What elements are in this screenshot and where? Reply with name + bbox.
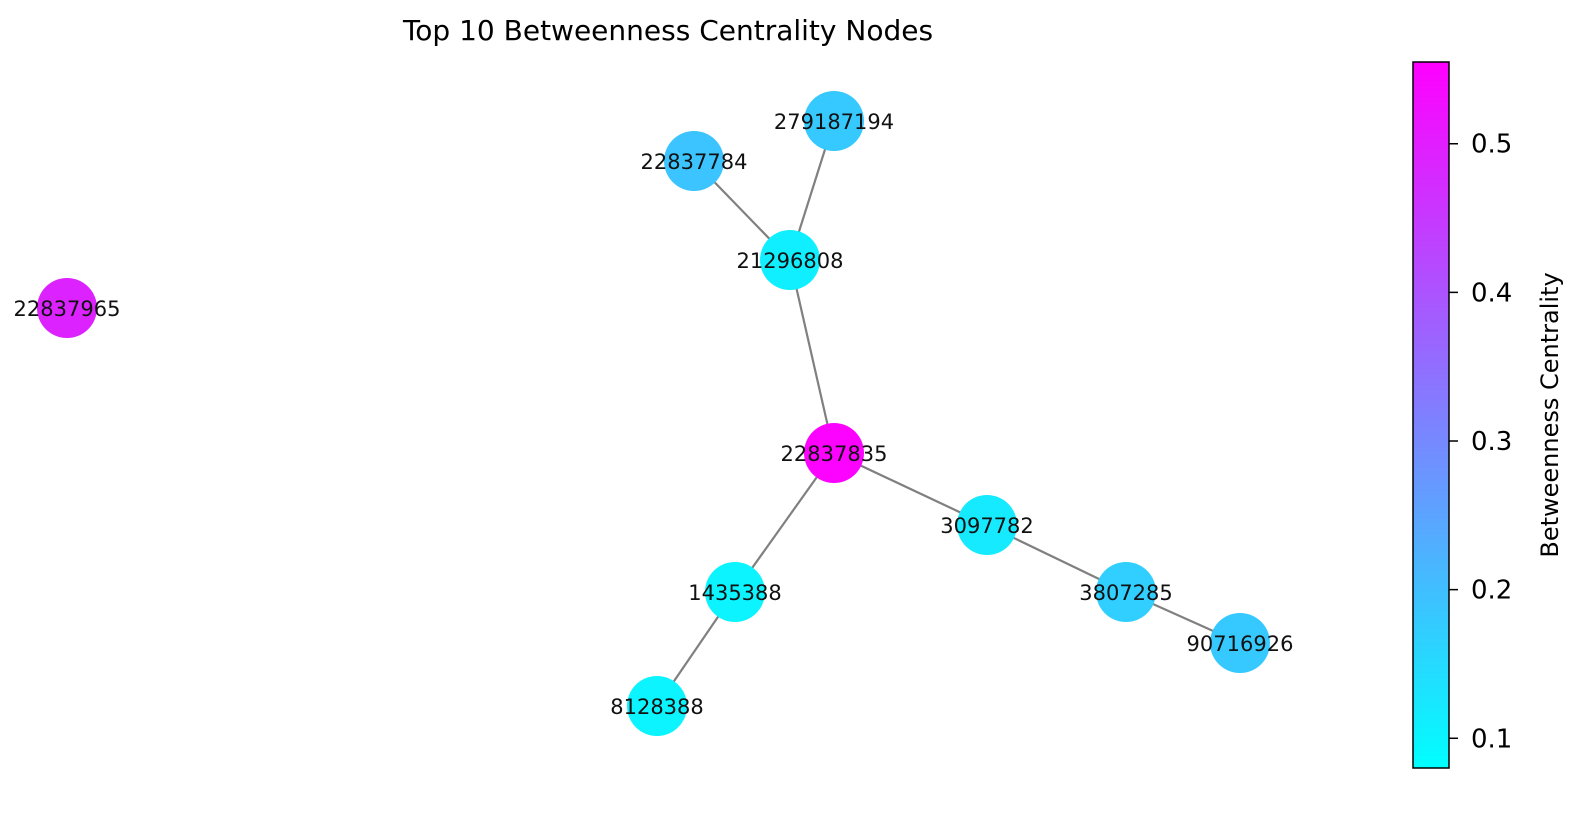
node-label: 3097782 (940, 514, 1034, 538)
node-21296808 (760, 230, 820, 290)
node-label: 8128388 (610, 695, 704, 719)
node-label: 3807285 (1079, 581, 1173, 605)
node-22837965 (37, 278, 97, 338)
nodes-layer (37, 91, 1270, 736)
node-label: 279187194 (774, 110, 894, 134)
node-1435388 (705, 562, 765, 622)
edge-21296808-22837835 (788, 259, 836, 454)
chart-title: Top 10 Betweenness Centrality Nodes (402, 14, 933, 47)
colorbar: 0.1 0.2 0.3 0.4 0.5 Betweenness Centrality (1412, 61, 1564, 769)
colorbar-label: Betweenness Centrality (1536, 272, 1564, 557)
node-22837784 (664, 131, 724, 191)
colorbar-tick-label: 0.3 (1471, 427, 1512, 457)
colorbar-tick-label: 0.5 (1471, 130, 1512, 160)
node-label: 22837965 (14, 297, 121, 321)
colorbar-ticks: 0.1 0.2 0.3 0.4 0.5 (1449, 130, 1512, 754)
node-label: 21296808 (737, 249, 844, 273)
node-labels-layer: 22837965 279187194 22837784 21296808 2283783… (14, 110, 1294, 719)
colorbar-tick-label: 0.1 (1471, 724, 1512, 754)
node-279187194 (804, 91, 864, 151)
node-3097782 (957, 495, 1017, 555)
colorbar-gradient (1412, 61, 1450, 769)
node-label: 1435388 (688, 581, 782, 605)
node-label: 22837835 (781, 442, 888, 466)
node-22837835 (804, 423, 864, 483)
node-8128388 (627, 676, 687, 736)
node-3807285 (1096, 562, 1156, 622)
node-90716926 (1210, 613, 1270, 673)
colorbar-tick-label: 0.4 (1471, 278, 1512, 308)
node-label: 22837784 (641, 150, 748, 174)
colorbar-tick-label: 0.2 (1471, 576, 1512, 606)
node-label: 90716926 (1187, 632, 1294, 656)
